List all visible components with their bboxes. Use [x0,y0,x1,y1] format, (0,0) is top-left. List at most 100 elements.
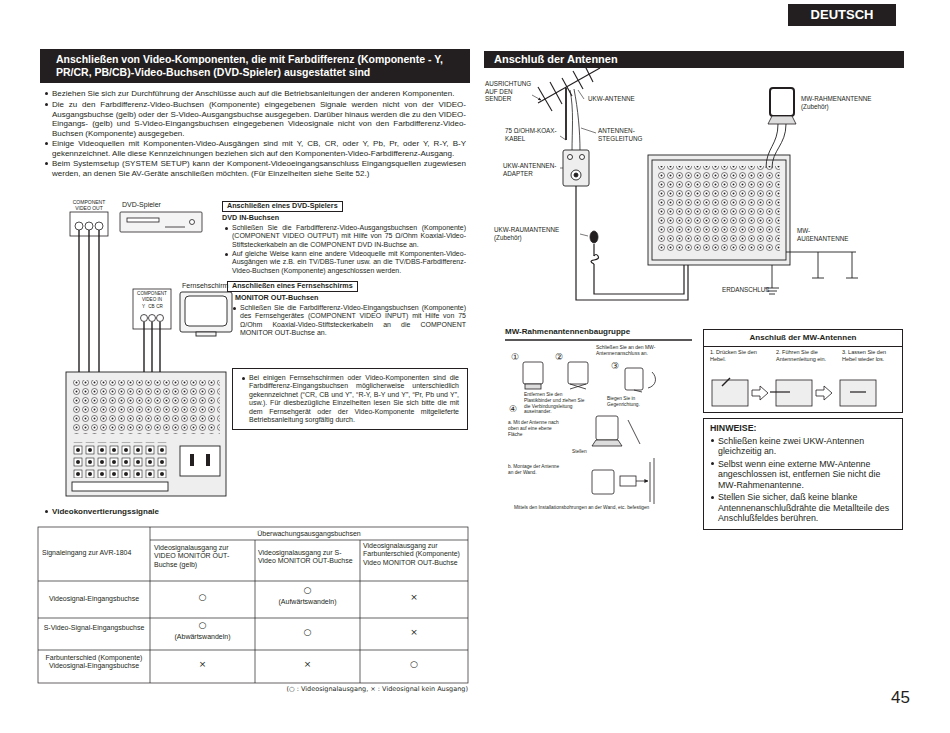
am-loop-antenna [772,124,786,168]
twin-lead [570,89,580,152]
video-cable [78,230,79,388]
table-cell: ○ [360,659,468,670]
fm-antenna [585,66,593,82]
assembly-sketch [596,416,618,440]
step-note: Schließen Sie an den MW-Antennenanschlus… [596,344,668,356]
table-grid [38,527,468,683]
tv-input-panel [149,315,156,322]
am-outdoor-antenna [818,252,819,278]
callout-label: UKW-RAUMANTENNE (Zubehör) [494,226,578,241]
assembly-sketch [636,481,648,482]
table-cell: × [150,659,255,670]
bullet-dot [233,307,236,310]
callout-label: UKW-ANTENNEN-ADAPTER [503,162,559,177]
table-cell: × [360,627,468,638]
antenna-adapter [568,155,573,160]
tv-set [185,296,227,326]
table-grid [38,527,468,683]
am-loop-antenna [770,88,794,116]
leader-line [581,128,596,133]
section-heading: Anschließen von Video-Komponenten, die m… [40,49,470,83]
step-note: Entfernen Sie den Plastikbinder und zieh… [524,392,588,415]
antenna-adapter [571,170,581,180]
device-label: Fernsehschirm [182,282,228,290]
tv-input-panel [133,289,171,329]
assembly-sketch [634,372,655,392]
callout-label: 75 Ω/OHM-KOAX-KABEL [505,127,559,142]
video-cable [98,230,99,388]
bullet-dot [45,103,48,106]
am-loop-antenna [766,124,778,168]
table-grid [150,527,151,683]
section-heading: Anschluß der Antennen [484,51,904,68]
heading-rule [505,339,692,340]
jack-label: COMPONENT VIDEO OUT [68,199,110,211]
video-cable [88,230,89,388]
am-outdoor-antenna [812,278,824,279]
receiver-rear-panel [66,372,226,496]
terminal-sketch [752,386,768,400]
assembly-sketch [654,458,655,504]
dvd-back-panel [75,222,83,230]
bullet-dot [225,253,228,256]
table-cell: Videosignal-Eingangsbuchse [40,595,148,603]
step-note: Biegen Sie in Gegenrichtung. [607,396,659,408]
callout-number: ③ [611,361,619,372]
bullet-text: Beim Systemsetup (SYSTEM SETUP) kann der… [52,159,466,178]
terminal-sketch [816,386,832,400]
assembly-sketch [523,362,543,384]
box-body-text: 2. Führen Sie die Antennenleitung ein. [776,349,834,362]
assembly-sketch [625,368,643,390]
table-header: Videosignalausgang zur S-Video MONITOR O… [258,549,356,566]
bullet-dot [225,227,228,230]
receiver-rear-panel [66,372,226,496]
bullet-dot [242,377,245,380]
dvd-player [127,218,159,222]
table-cell: ○ [150,620,255,631]
bullet-dot [711,439,714,442]
callout-number: ② [555,352,563,363]
antenna-adapter [563,150,589,186]
instruction-box: Anschluß der MW-Antennen1. Drücken Sie d… [703,329,903,413]
tv-input-panel [141,315,148,322]
receiver-rear-panel [648,155,790,265]
heading-rule [505,339,692,340]
fm-antenna [550,82,562,104]
bullet-dot [711,462,714,465]
callout-label: ANTENNEN-STEGLEITUNG [598,127,648,142]
table-cell: Farbunterschied (Komponente) Videosignal… [40,654,148,671]
receiver-rear-panel [206,454,210,466]
coax-cable [591,255,599,265]
leader-line [580,234,588,236]
antenna-adapter [574,173,578,177]
section-subheading: MW-Rahmenantennenbaugruppe [505,327,630,337]
receiver-rear-panel [180,446,220,476]
bullet-text: Auf gleiche Weise kann eine andere Video… [232,250,466,275]
subheading-box: Anschließen eines DVD-Spielers [222,201,343,212]
antenna-adapter [580,155,585,160]
box-text: Anschließen eines DVD-Spielers [227,202,338,211]
fm-antenna [538,87,552,111]
table-cell: S-Video-Signal-Eingangsbuchse [40,624,148,632]
leader-line [578,90,584,99]
terminal-sketch [712,378,876,406]
receiver-rear-panel [652,160,786,260]
jack-heading: MONITOR OUT-Buchsen [235,294,318,303]
device-label: DVD-Spieler [122,201,161,209]
callout-label: AUSRICHTUNG AUF DEN SENDER [485,80,535,103]
jack-label: CB [147,304,156,310]
table-grid [38,581,468,582]
table-header: Überwachungsausgangsbuchsen [150,530,468,538]
box-text: Anschließen eines Fernsehschirms [232,282,353,291]
am-loop-antenna [766,88,796,168]
antenna-adapter [563,150,589,186]
bullet-text: Die zu den Farbdifferenz-Video-Buchsen (… [52,100,466,138]
am-outdoor-antenna [786,252,856,253]
tv-set [180,292,232,332]
callout-label: UKW-ANTENNE [588,95,635,103]
bullet-text: Schließen Sie die Farbdifferenz-Video-Au… [232,224,466,249]
tv-input-panel [133,289,171,329]
box-text: Bei einigen Fernsehschirmen oder Video-K… [249,374,459,424]
jack-label: CR [155,304,164,310]
